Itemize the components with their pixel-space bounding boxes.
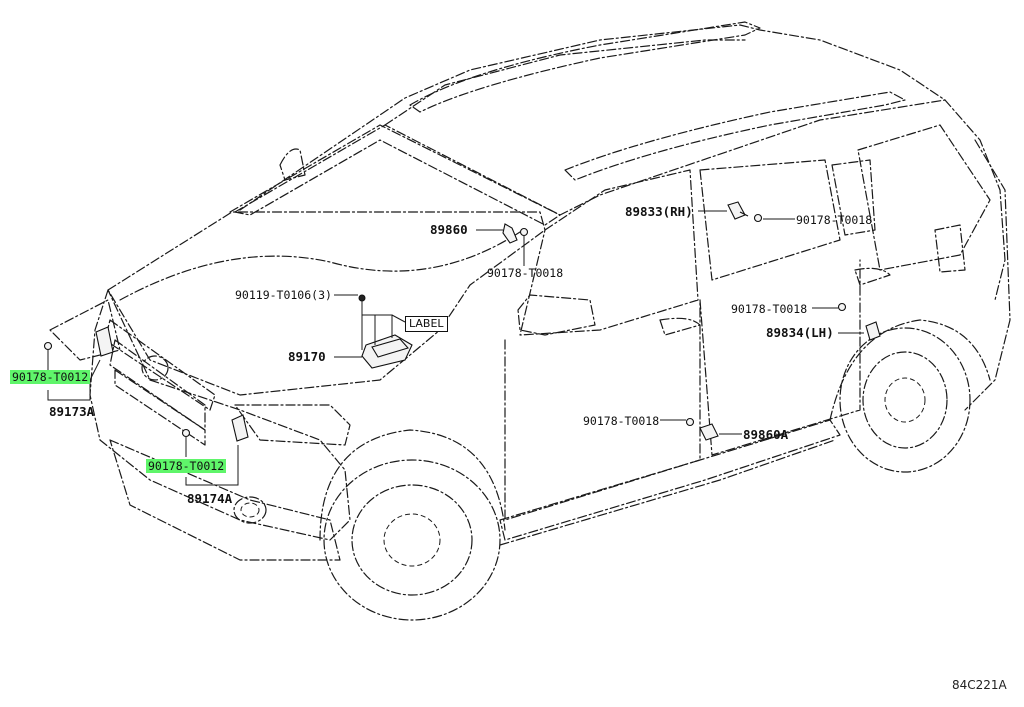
part-label-90178-t0018-upper[interactable]: 90178-T0018 bbox=[487, 266, 564, 280]
front-sensor-89173a[interactable] bbox=[43, 326, 114, 357]
part-label-90178-t0018-right[interactable]: 90178-T0018 bbox=[796, 213, 873, 227]
part-label-89170[interactable]: 89170 bbox=[288, 349, 326, 364]
front-sensor-89174a[interactable] bbox=[181, 414, 249, 442]
sensor-89834-lh[interactable] bbox=[837, 302, 881, 341]
part-label-90178-t0012-left[interactable]: 90178-T0012 bbox=[10, 370, 91, 384]
part-label-89174a[interactable]: 89174A bbox=[187, 491, 233, 506]
part-label-89173a[interactable]: 89173A bbox=[49, 404, 95, 419]
diagram-code: 84C221A bbox=[952, 678, 1007, 692]
label-tag: LABEL bbox=[405, 316, 448, 332]
sensor-89860[interactable] bbox=[502, 223, 529, 244]
part-label-89834-lh[interactable]: 89834(LH) bbox=[766, 325, 834, 340]
sensor-89860a[interactable] bbox=[685, 417, 719, 441]
sensor-89833-rh[interactable] bbox=[727, 201, 763, 223]
part-label-90119-t0106[interactable]: 90119-T0106(3) bbox=[235, 288, 332, 302]
leader-lines bbox=[47, 210, 864, 486]
part-label-90178-t0018-lh[interactable]: 90178-T0018 bbox=[731, 302, 808, 316]
part-label-89833-rh[interactable]: 89833(RH) bbox=[625, 204, 693, 219]
part-label-90178-t0012-center[interactable]: 90178-T0012 bbox=[146, 459, 227, 473]
part-label-90178-t0018-lower[interactable]: 90178-T0018 bbox=[583, 414, 660, 428]
part-label-89860[interactable]: 89860 bbox=[430, 222, 468, 237]
part-label-89860a[interactable]: 89860A bbox=[743, 427, 789, 442]
